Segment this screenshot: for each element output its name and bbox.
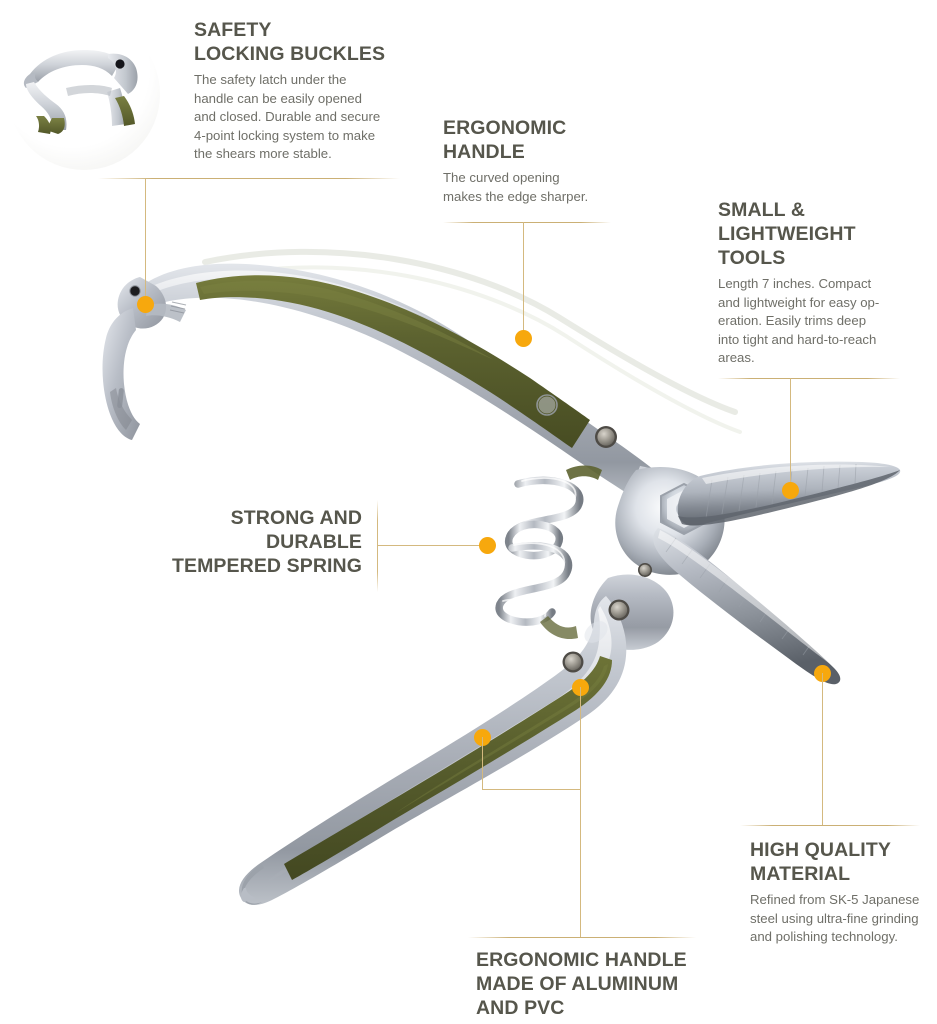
callout-safety-locking-buckles: SAFETY LOCKING BUCKLES The safety latch … — [194, 18, 406, 164]
callout-high-quality-material: HIGH QUALITY MATERIAL Refined from SK-5 … — [750, 838, 930, 947]
callout-ergonomic-handle: ERGONOMIC HANDLE The curved opening make… — [443, 116, 633, 206]
rivet-upper — [597, 428, 615, 446]
callout-tempered-spring: STRONG AND DURABLE TEMPERED SPRING — [130, 506, 362, 583]
safety-latch-closeup-inset — [8, 18, 160, 170]
leader-rule-small-tools — [718, 378, 900, 379]
dot-ergonomic-handle — [515, 330, 532, 347]
callout-title: HIGH QUALITY MATERIAL — [750, 839, 891, 885]
dot-safety-latch — [137, 296, 154, 313]
upper-handle-grip — [196, 275, 590, 448]
callout-title: STRONG AND DURABLE TEMPERED SPRING — [171, 507, 362, 577]
callout-title: SMALL & LIGHTWEIGHT TOOLS — [718, 199, 856, 269]
callout-title: ERGONOMIC HANDLE — [443, 117, 567, 163]
callout-body: The curved opening makes the edge sharpe… — [443, 170, 589, 204]
leader-vline-safety — [145, 178, 146, 304]
leader-rule-ergonomic — [443, 222, 611, 223]
leader-rule-safety — [98, 178, 400, 179]
safety-latch-arm — [102, 308, 140, 440]
leader-vline-material — [822, 673, 823, 825]
callout-title: ERGONOMIC HANDLE MADE OF ALUMINUM AND PV… — [476, 949, 687, 1019]
dot-spring — [479, 537, 496, 554]
leader-vline-bottom — [580, 687, 581, 937]
dot-upper-blade — [782, 482, 799, 499]
leader-vline-spring — [377, 500, 378, 592]
leader-hline-grip-branch — [482, 789, 581, 790]
latch-pin-hole — [129, 285, 141, 297]
leader-rule-material — [740, 825, 920, 826]
leader-vline-ergonomic — [523, 222, 524, 338]
lower-blade — [653, 528, 841, 685]
rivet-lower-upper — [610, 601, 628, 619]
rivet-pivot — [639, 564, 651, 576]
lower-handle-body — [238, 596, 627, 905]
leader-vline-grip-branch — [482, 737, 483, 789]
callout-body: Length 7 inches. Compact and lightweight… — [718, 276, 880, 365]
lower-handle-grip — [284, 656, 612, 880]
callout-body: The safety latch under the handle can be… — [194, 72, 381, 161]
leader-vline-small-tools — [790, 378, 791, 490]
callout-title: SAFETY LOCKING BUCKLES — [194, 19, 386, 65]
callout-body: Refined from SK-5 Japanese steel using u… — [750, 892, 920, 944]
callout-small-lightweight-tools: SMALL & LIGHTWEIGHT TOOLS Length 7 inche… — [718, 198, 918, 368]
tempered-spring — [495, 465, 602, 640]
leader-rule-bottom — [468, 937, 696, 938]
callout-ergonomic-handle-aluminum-pvc: ERGONOMIC HANDLE MADE OF ALUMINUM AND PV… — [476, 948, 736, 1024]
rivet-lower-lower — [564, 653, 582, 671]
leader-hline-spring — [377, 545, 490, 546]
